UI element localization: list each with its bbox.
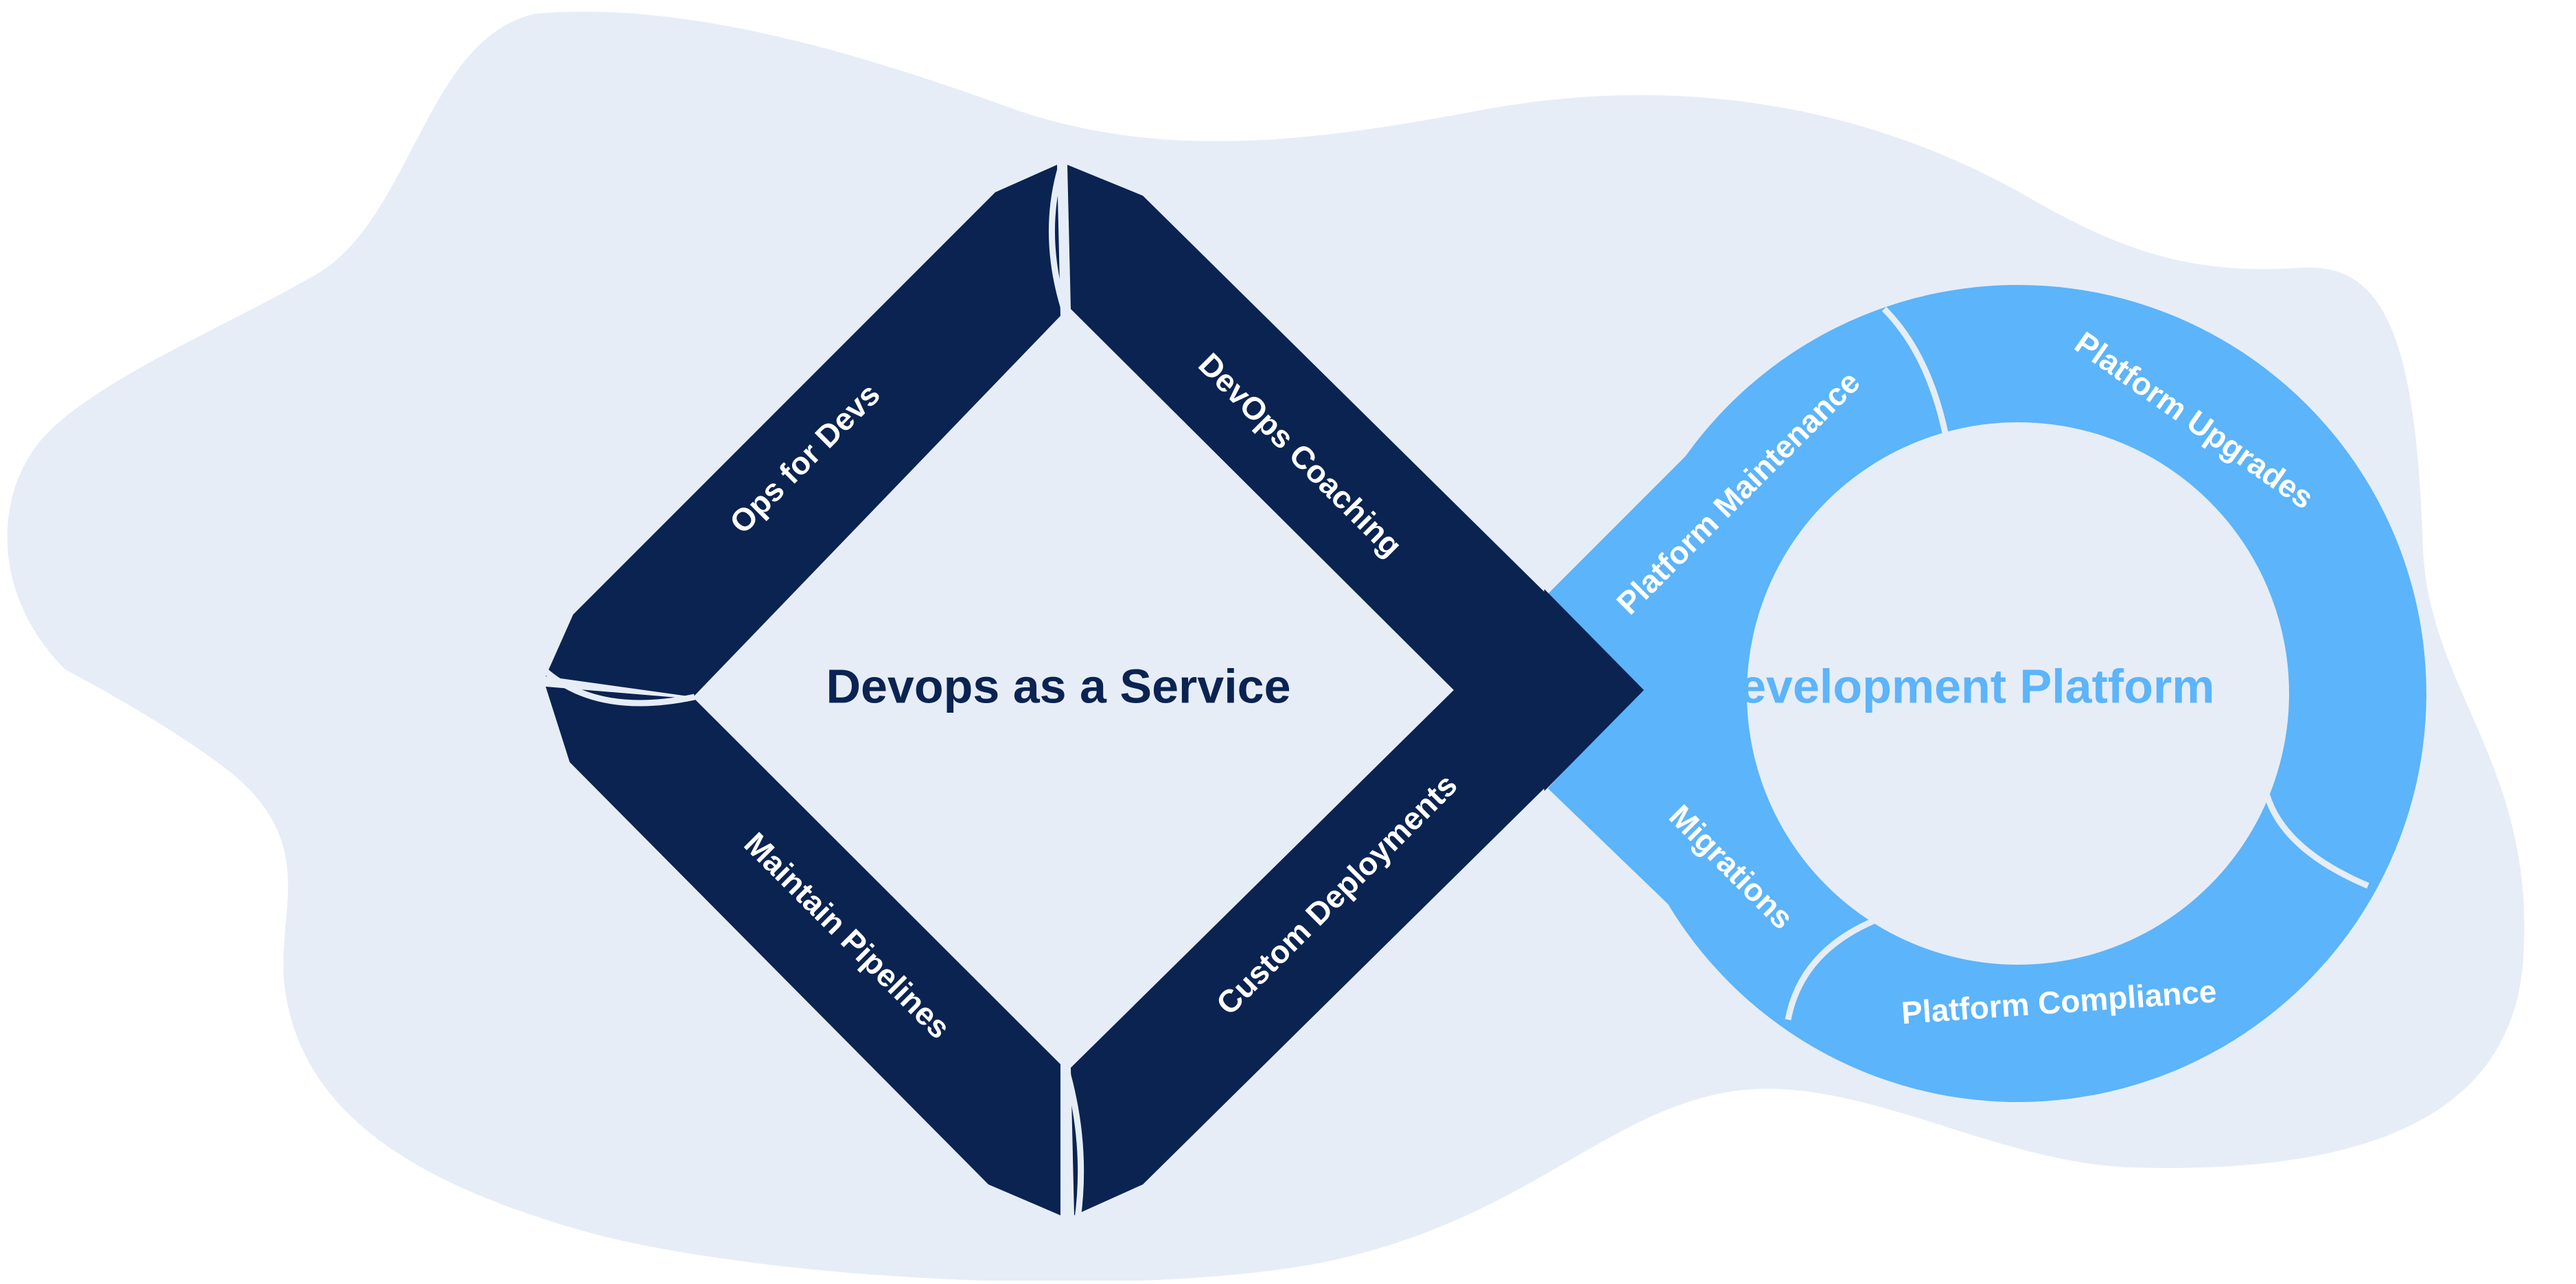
devops-segment-ops-for-devs <box>546 165 1060 697</box>
divider-ring-top <box>1881 306 1949 437</box>
devops-segment-custom-deployments <box>1071 690 1644 1215</box>
platform-arm-upper <box>1548 374 1922 690</box>
divider-ring-bottom <box>1785 913 1885 1020</box>
platform-ring <box>1548 285 2426 1102</box>
platform-arm-lower <box>1548 690 1894 1023</box>
devops-segment-maintain-pipelines <box>546 687 1060 1215</box>
devops-title: Devops as a Service <box>826 659 1290 713</box>
divider-bottom <box>1062 1064 1084 1219</box>
divider-left <box>541 667 695 707</box>
devops-crossing-point <box>1532 589 1644 791</box>
platform-title: Development Platform <box>1705 659 2215 713</box>
devops-diamond <box>541 161 1644 1219</box>
devops-segment-devops-coaching <box>1067 165 1644 690</box>
background-blob <box>7 11 2525 1283</box>
divider-top <box>1049 161 1069 314</box>
divider-ring-right <box>2262 787 2369 889</box>
